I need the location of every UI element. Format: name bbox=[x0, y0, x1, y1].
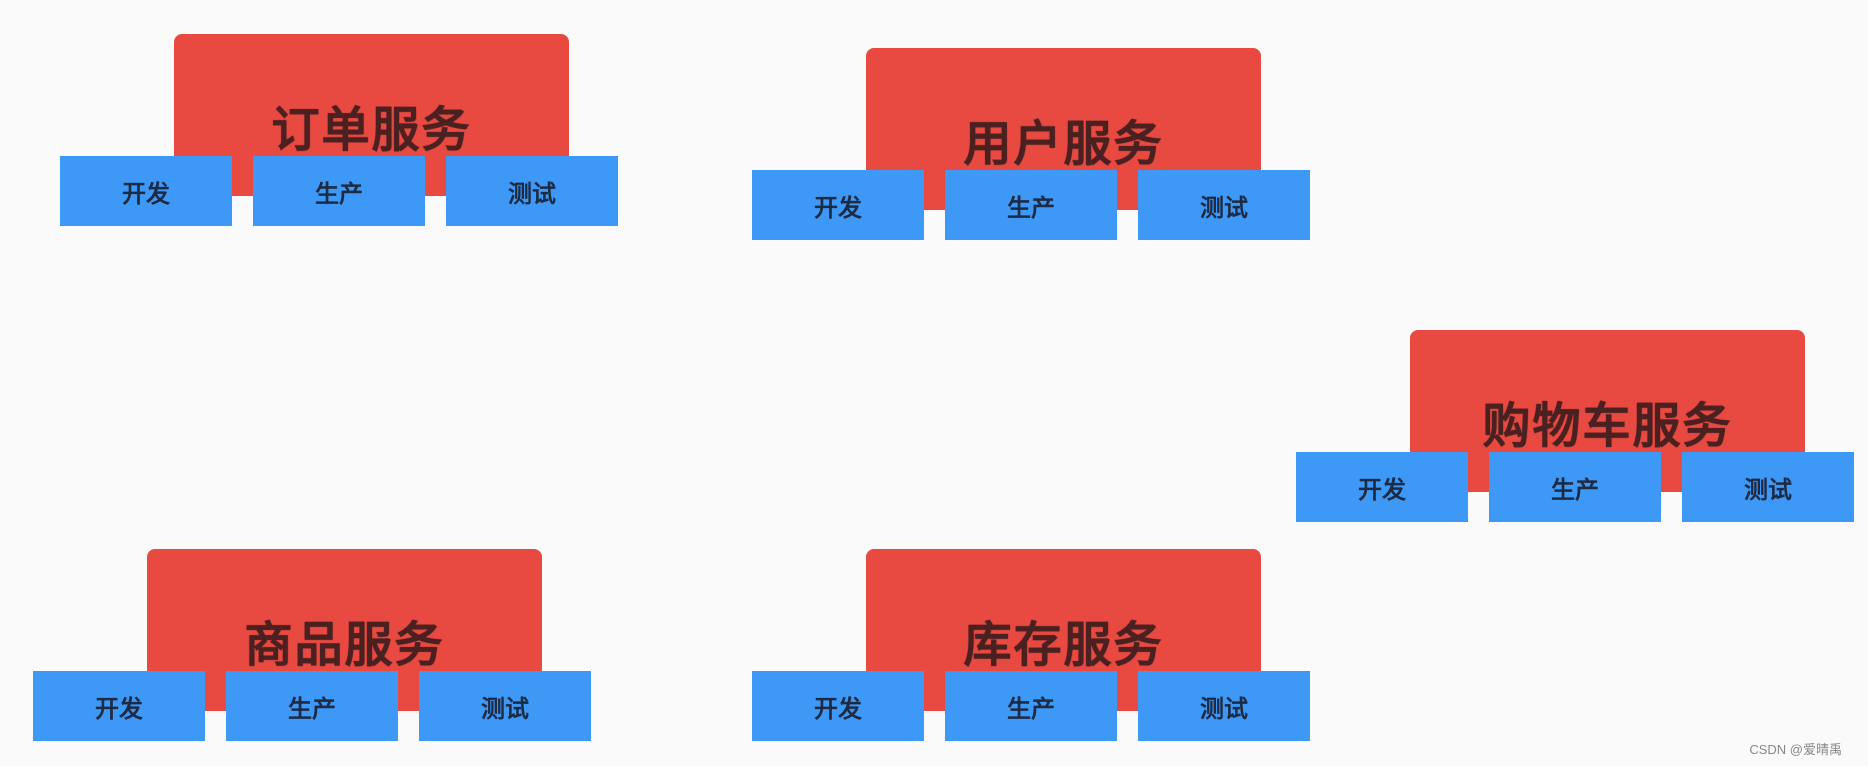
env-box-dev: 开发 bbox=[33, 671, 205, 741]
env-label: 开发 bbox=[1358, 475, 1406, 504]
watermark: CSDN @爱晴禹 bbox=[1749, 742, 1842, 757]
env-label: 生产 bbox=[1551, 475, 1599, 504]
env-box-dev: 开发 bbox=[752, 170, 924, 240]
env-box-dev: 开发 bbox=[1296, 452, 1468, 522]
service-title: 购物车服务 bbox=[1482, 398, 1733, 454]
env-box-dev: 开发 bbox=[752, 671, 924, 741]
env-label: 开发 bbox=[814, 193, 862, 222]
env-label: 生产 bbox=[1007, 193, 1055, 222]
env-label: 开发 bbox=[814, 694, 862, 723]
env-label: 测试 bbox=[1200, 694, 1248, 723]
service-box: 商品服务 bbox=[147, 549, 542, 711]
env-label: 生产 bbox=[315, 179, 363, 208]
env-box-prod: 生产 bbox=[945, 671, 1117, 741]
env-box-test: 测试 bbox=[1138, 671, 1310, 741]
service-group-user: 用户服务 开发 生产 测试 bbox=[752, 48, 1310, 254]
env-box-prod: 生产 bbox=[226, 671, 398, 741]
env-box-test: 测试 bbox=[1682, 452, 1854, 522]
env-label: 生产 bbox=[288, 694, 336, 723]
env-label: 生产 bbox=[1007, 694, 1055, 723]
service-title: 订单服务 bbox=[271, 102, 472, 158]
env-box-test: 测试 bbox=[446, 156, 618, 226]
service-group-order: 订单服务 开发 生产 测试 bbox=[60, 34, 618, 240]
env-row: 开发 生产 测试 bbox=[1296, 452, 1854, 522]
env-box-test: 测试 bbox=[419, 671, 591, 741]
env-label: 测试 bbox=[508, 179, 556, 208]
env-label: 开发 bbox=[95, 694, 143, 723]
service-title: 商品服务 bbox=[244, 617, 445, 673]
env-box-dev: 开发 bbox=[60, 156, 232, 226]
service-title: 库存服务 bbox=[963, 617, 1164, 673]
env-row: 开发 生产 测试 bbox=[752, 671, 1310, 741]
service-group-product: 商品服务 开发 生产 测试 bbox=[33, 549, 591, 755]
service-group-inventory: 库存服务 开发 生产 测试 bbox=[752, 549, 1310, 755]
env-label: 测试 bbox=[481, 694, 529, 723]
env-row: 开发 生产 测试 bbox=[752, 170, 1310, 240]
env-box-test: 测试 bbox=[1138, 170, 1310, 240]
env-box-prod: 生产 bbox=[945, 170, 1117, 240]
env-row: 开发 生产 测试 bbox=[33, 671, 591, 741]
env-box-prod: 生产 bbox=[1489, 452, 1661, 522]
env-label: 开发 bbox=[122, 179, 170, 208]
service-title: 用户服务 bbox=[963, 116, 1164, 172]
env-label: 测试 bbox=[1200, 193, 1248, 222]
env-box-prod: 生产 bbox=[253, 156, 425, 226]
service-group-cart: 购物车服务 开发 生产 测试 bbox=[1296, 330, 1854, 536]
env-label: 测试 bbox=[1744, 475, 1792, 504]
env-row: 开发 生产 测试 bbox=[60, 156, 618, 226]
